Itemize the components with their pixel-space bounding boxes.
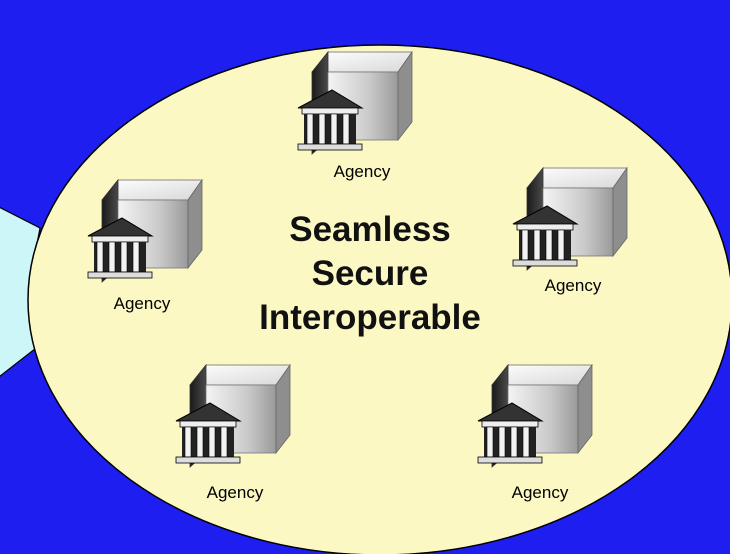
agency-label: Agency — [206, 483, 264, 502]
agency-label: Agency — [333, 162, 391, 181]
agency-label: Agency — [113, 294, 171, 313]
tagline-line-interoperable: Interoperable — [259, 298, 481, 337]
tagline-line-seamless: Seamless — [289, 210, 451, 249]
center-tagline: Seamless Secure Interoperable — [210, 208, 530, 340]
agency-building-icon — [477, 363, 593, 468]
agency-building-icon — [87, 178, 203, 283]
agency-building-icon — [297, 50, 413, 155]
agency-node: Agency — [290, 42, 430, 181]
agency-node: Agency — [470, 355, 610, 502]
agency-node: Agency — [80, 170, 220, 313]
agency-node: Agency — [168, 355, 308, 502]
tagline-line-secure: Secure — [311, 254, 429, 293]
agency-building-icon — [512, 166, 628, 271]
agency-building-icon — [175, 363, 291, 468]
agency-label: Agency — [511, 483, 569, 502]
agency-node: Agency — [505, 158, 645, 295]
agency-label: Agency — [544, 276, 602, 295]
